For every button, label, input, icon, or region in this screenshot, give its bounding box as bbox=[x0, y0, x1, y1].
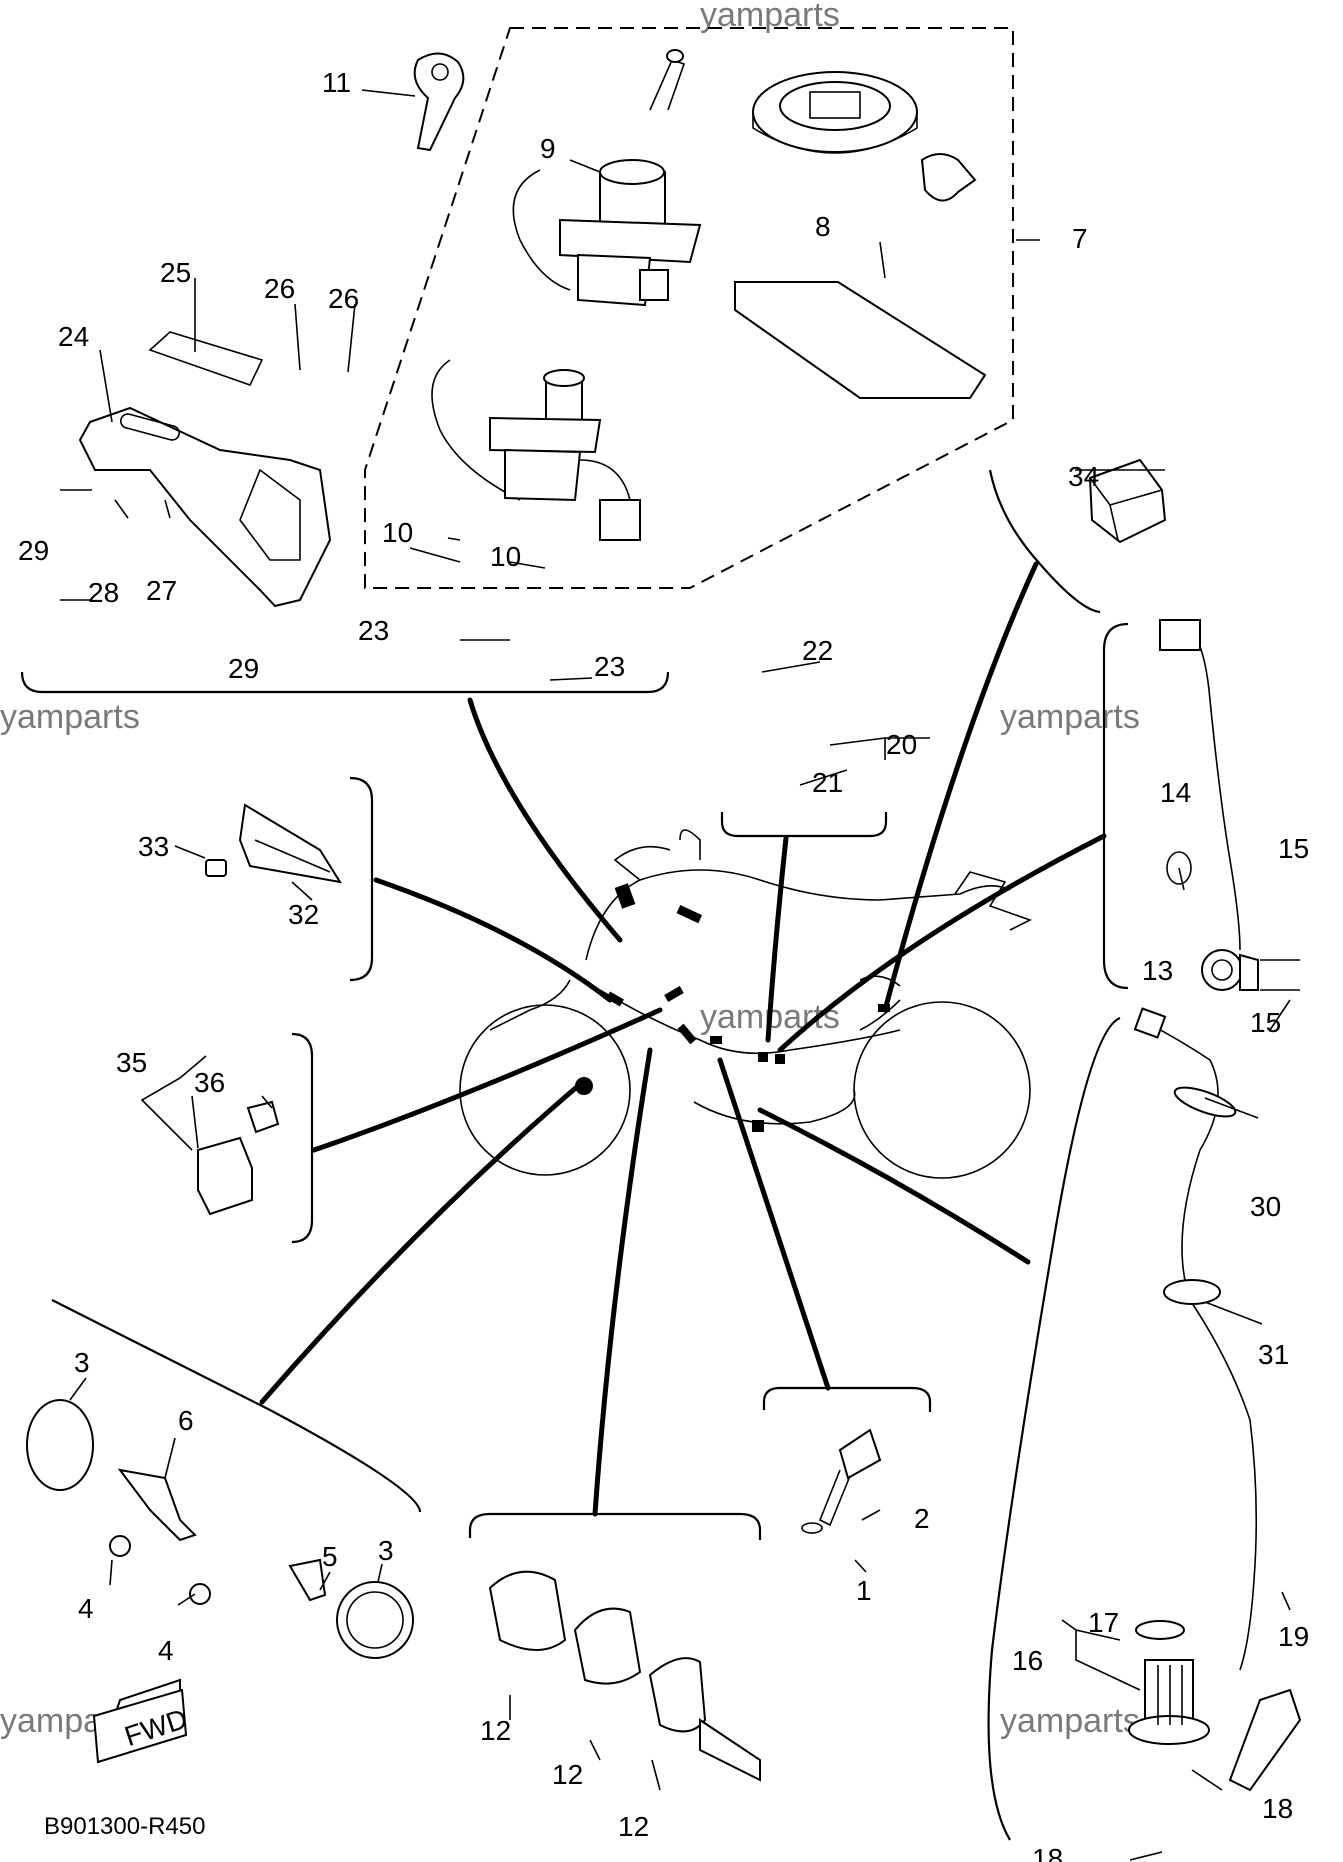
watermark-right: yamparts bbox=[1000, 698, 1140, 736]
leader-sensor bbox=[717, 1057, 831, 1391]
watermark-top: yamparts bbox=[700, 0, 840, 34]
sender-wire-part bbox=[1133, 1007, 1258, 1671]
callout-29: 29 bbox=[18, 535, 49, 566]
group-bracket-horn bbox=[349, 776, 374, 982]
callout-3-b: 3 bbox=[378, 1535, 394, 1566]
callout-17: 17 bbox=[1088, 1607, 1119, 1638]
callout-2: 2 bbox=[914, 1503, 930, 1534]
leader-ignition bbox=[467, 697, 623, 943]
callout-22: 22 bbox=[802, 635, 833, 666]
callout-33: 33 bbox=[138, 831, 169, 862]
watermark-bottom-right: yamparts bbox=[1000, 1702, 1140, 1740]
callout-20: 20 bbox=[886, 729, 917, 760]
callout-12-b: 12 bbox=[552, 1759, 583, 1790]
main-switch-part bbox=[512, 49, 702, 307]
group-bracket-sender bbox=[987, 1016, 1121, 1841]
callout-14: 14 bbox=[1160, 777, 1191, 808]
steering-lock-part bbox=[431, 359, 641, 541]
callout-6: 6 bbox=[178, 1405, 194, 1436]
callout-12: 12 bbox=[480, 1715, 511, 1746]
callout-16: 16 bbox=[1012, 1645, 1043, 1676]
fuel-cap-part bbox=[752, 71, 918, 154]
callout-36: 36 bbox=[194, 1067, 225, 1098]
reflector-part-3 bbox=[26, 1399, 414, 1659]
callout-31: 31 bbox=[1258, 1339, 1289, 1370]
callout-24: 24 bbox=[58, 321, 89, 352]
callout-12-c: 12 bbox=[618, 1811, 649, 1842]
callout-26: 26 bbox=[264, 273, 295, 304]
bracket-part bbox=[78, 331, 332, 608]
callout-18-b: 18 bbox=[1032, 1843, 1063, 1862]
sensor-part-2 bbox=[801, 1428, 882, 1534]
kit-outline bbox=[364, 27, 1014, 589]
callout-23: 23 bbox=[358, 615, 389, 646]
sender-part-16 bbox=[1128, 1620, 1302, 1792]
group-bracket-ignition bbox=[20, 671, 670, 694]
card-part bbox=[734, 281, 987, 399]
leader-bolt bbox=[765, 835, 789, 1043]
leader-horn bbox=[373, 877, 613, 1003]
callout-7: 7 bbox=[1072, 223, 1088, 254]
leader-34 bbox=[882, 561, 1039, 1013]
callout-21: 21 bbox=[812, 767, 843, 798]
callout-18: 18 bbox=[1262, 1793, 1293, 1824]
callout-10-b: 10 bbox=[490, 541, 521, 572]
marker-dot bbox=[575, 1077, 593, 1095]
horn-part bbox=[205, 803, 343, 884]
watermark-left: yamparts bbox=[0, 698, 140, 736]
callout-19: 19 bbox=[1278, 1621, 1309, 1652]
callout-28: 28 bbox=[88, 577, 119, 608]
callout-35: 35 bbox=[116, 1047, 147, 1078]
key-part bbox=[413, 52, 465, 152]
callout-1: 1 bbox=[856, 1575, 872, 1606]
callout-15-b: 15 bbox=[1250, 1007, 1281, 1038]
callout-3: 3 bbox=[74, 1347, 90, 1378]
callout-30: 30 bbox=[1250, 1191, 1281, 1222]
bulb-part-12 bbox=[488, 1570, 761, 1782]
fwd-arrow-icon: FWD bbox=[92, 1678, 191, 1764]
group-bracket-bolt bbox=[720, 812, 888, 838]
diagram-code: B901300-R450 bbox=[44, 1813, 205, 1840]
group-bracket-reflector bbox=[51, 1299, 422, 1513]
group-bracket-34 bbox=[988, 469, 1101, 614]
sensor-part-13 bbox=[1159, 619, 1259, 991]
callout-4-b: 4 bbox=[158, 1635, 174, 1666]
leader-bulbs bbox=[592, 1047, 653, 1517]
callout-4: 4 bbox=[78, 1593, 94, 1624]
relay-part-34 bbox=[1088, 458, 1167, 544]
group-bracket-sensor2 bbox=[762, 1386, 932, 1412]
leader-right bbox=[777, 833, 1107, 1053]
motorcycle-outline bbox=[459, 829, 1033, 1179]
callout-27: 27 bbox=[146, 575, 177, 606]
group-bracket-bulbs bbox=[468, 1512, 762, 1540]
callout-leaders bbox=[60, 89, 1300, 1861]
callout-26-b: 26 bbox=[328, 283, 359, 314]
callout-23-b: 23 bbox=[594, 651, 625, 682]
group-bracket-right bbox=[1102, 622, 1129, 990]
group-bracket-relay bbox=[291, 1032, 314, 1244]
callout-10: 10 bbox=[382, 517, 413, 548]
callout-13: 13 bbox=[1142, 955, 1173, 986]
callout-11: 11 bbox=[322, 67, 351, 98]
callout-9: 9 bbox=[540, 133, 556, 164]
callout-34: 34 bbox=[1068, 461, 1099, 492]
callout-29-b: 29 bbox=[228, 653, 259, 684]
callout-15: 15 bbox=[1278, 833, 1309, 864]
leader-reflector bbox=[259, 1077, 588, 1405]
leader-relay bbox=[311, 1007, 663, 1153]
callout-8: 8 bbox=[815, 211, 831, 242]
leader-sender bbox=[757, 1107, 1031, 1265]
callout-5: 5 bbox=[322, 1541, 338, 1572]
callout-25: 25 bbox=[160, 257, 191, 288]
kit-clip-part bbox=[920, 153, 977, 202]
relay-part-35 bbox=[197, 1100, 280, 1216]
callout-32: 32 bbox=[288, 899, 319, 930]
